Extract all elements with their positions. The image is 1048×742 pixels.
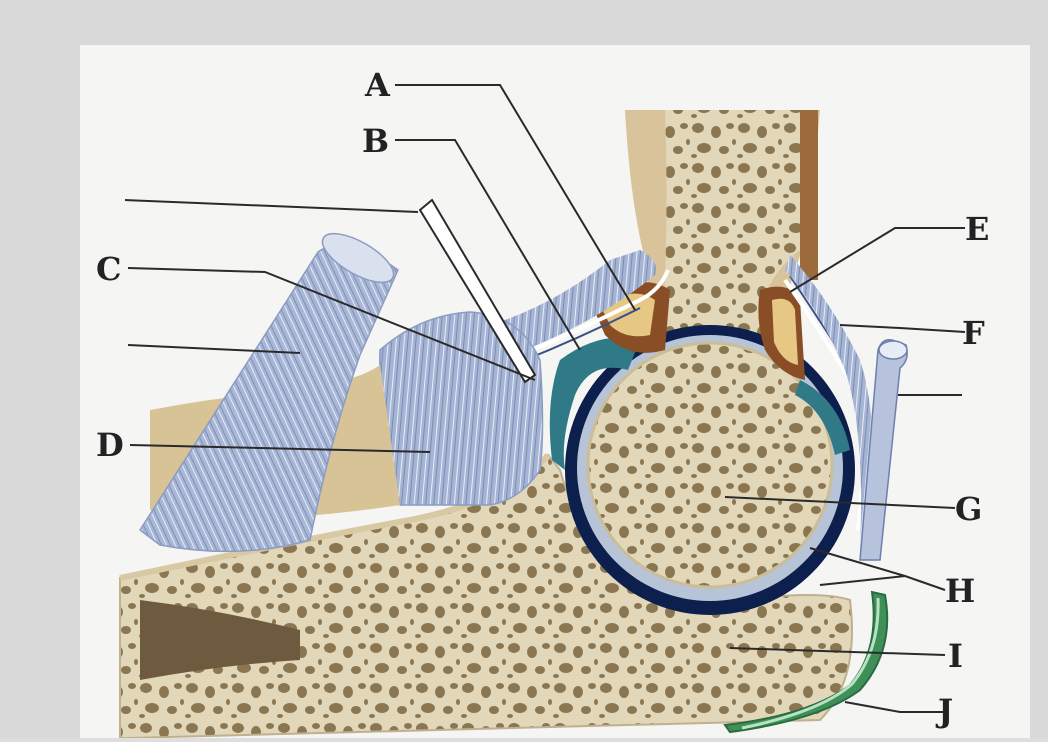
capsule-membrane-left xyxy=(519,269,670,357)
label-e: E xyxy=(965,210,989,248)
label-d: D xyxy=(96,426,124,464)
tendon-right-end xyxy=(878,340,908,360)
ligament-d xyxy=(379,311,544,506)
leader-d xyxy=(129,444,431,453)
leader-g xyxy=(724,496,956,509)
leader-c xyxy=(127,267,536,381)
label-j: J xyxy=(935,692,953,730)
capsule-ligament-top xyxy=(505,250,656,350)
label-h: H xyxy=(945,572,975,610)
needle xyxy=(418,198,537,384)
label-i: I xyxy=(948,637,963,675)
leader-a xyxy=(395,84,636,311)
fat-pad-right-inner xyxy=(772,298,798,365)
leader-i xyxy=(729,647,946,656)
bone-head xyxy=(586,341,834,589)
leader-b xyxy=(395,139,581,351)
label-c: C xyxy=(96,250,121,288)
leader-f xyxy=(839,324,966,333)
label-f: F xyxy=(962,314,985,352)
leader-unlabeled-2 xyxy=(127,344,301,354)
leader-h xyxy=(809,547,946,591)
leader-e xyxy=(789,227,965,293)
medullary-cavity xyxy=(140,600,300,680)
label-a: A xyxy=(364,66,391,104)
leader-unlabeled-1 xyxy=(124,199,419,213)
leader-j xyxy=(844,701,945,713)
bursa-highlight xyxy=(741,597,880,730)
shaft-cortex-right xyxy=(800,110,818,280)
label-b: B xyxy=(362,122,389,160)
tendon-cut-end xyxy=(321,232,395,284)
label-g: G xyxy=(955,490,982,528)
upper-bone-shaft xyxy=(660,110,800,370)
synovial-left xyxy=(549,337,640,470)
synovial-right xyxy=(795,380,850,455)
bursa xyxy=(723,590,889,734)
